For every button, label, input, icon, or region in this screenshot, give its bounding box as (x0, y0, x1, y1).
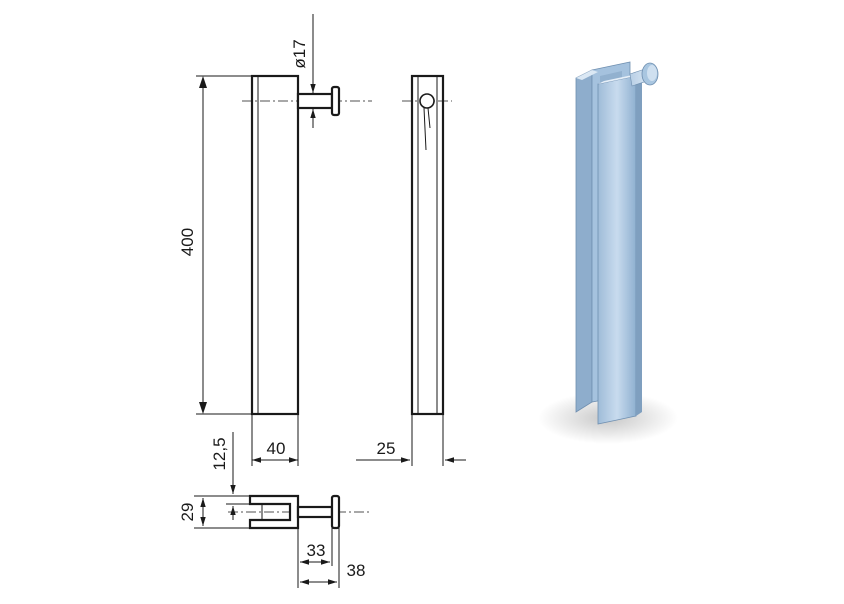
front-view: ø17 400 40 (178, 14, 372, 466)
side-spring-clip (423, 107, 431, 151)
slot-label: 29 (178, 503, 197, 522)
pin-inner-label: 33 (307, 541, 326, 560)
front-body (250, 74, 300, 416)
side-view: 25 (356, 74, 466, 466)
render-back-flange (575, 69, 593, 413)
render-front-flange (597, 75, 637, 425)
pin-outer-label: 38 (347, 561, 366, 580)
side-body (410, 74, 445, 416)
front-pin-head (330, 85, 341, 117)
front-pin-shaft (296, 92, 334, 110)
product-render (538, 61, 678, 444)
top-view: 12,5 29 33 38 (178, 432, 372, 588)
top-pin-shaft (296, 505, 334, 519)
diameter-label: ø17 (290, 39, 309, 68)
side-pin-hole (419, 93, 435, 109)
height-label: 400 (178, 228, 197, 256)
top-pin-head (330, 494, 341, 530)
depth-label: 25 (377, 439, 396, 458)
width-label: 40 (267, 439, 286, 458)
offset-label: 12,5 (210, 437, 229, 470)
